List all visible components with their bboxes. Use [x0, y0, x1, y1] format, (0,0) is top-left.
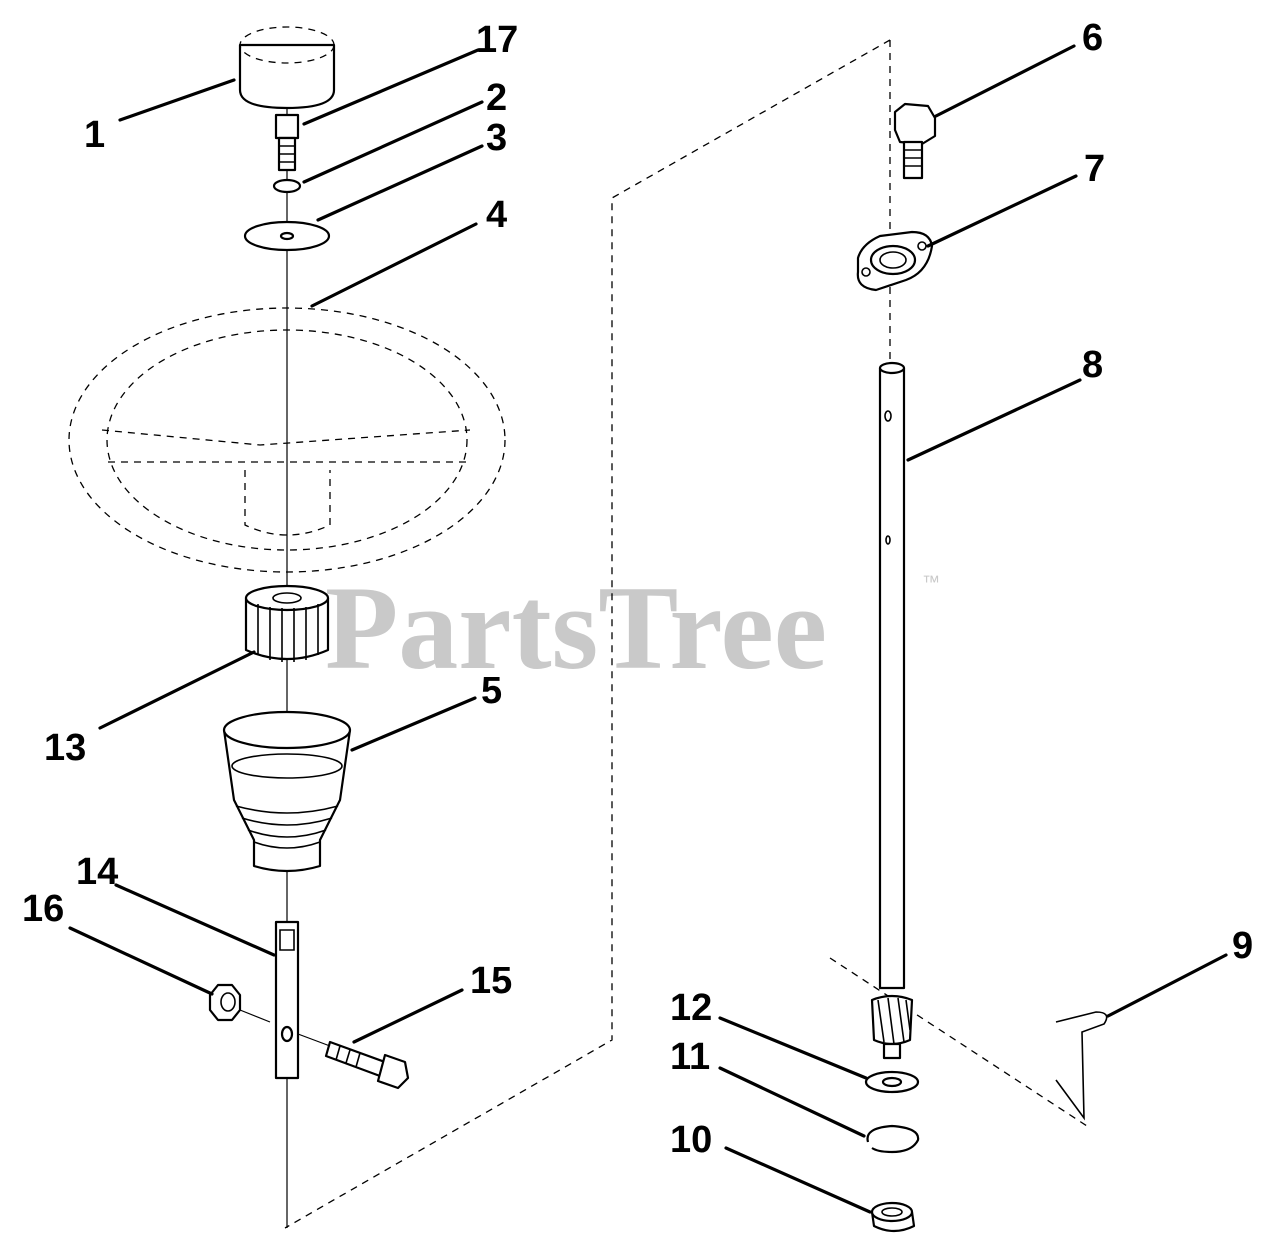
- splined-adapter: [244, 584, 330, 662]
- callout-8: 8: [1082, 344, 1103, 386]
- leader-lines: [68, 44, 1228, 1214]
- callout-4: 4: [486, 194, 507, 236]
- flange-bolt: [893, 102, 937, 180]
- cross-bolt: [324, 1040, 410, 1090]
- callout-10: 10: [670, 1119, 712, 1161]
- steering-cap: [238, 26, 336, 110]
- column-boot: [222, 710, 352, 873]
- callout-labels: 1 2 3 4 5 6 7 8 9 10 11 12 13 14 15 16 1…: [22, 17, 1253, 1161]
- nut-axis-line: [239, 1009, 271, 1023]
- panel-floor-line: [829, 957, 1091, 1129]
- callout-15: 15: [470, 960, 512, 1002]
- callout-5: 5: [481, 670, 502, 712]
- callout-2: 2: [486, 77, 507, 119]
- callout-17: 17: [476, 19, 518, 61]
- watermark-text: PartsTree: [325, 561, 827, 694]
- snap-ring: [866, 1124, 920, 1154]
- wire-clip: [1055, 1011, 1108, 1121]
- callout-6: 6: [1082, 17, 1103, 59]
- steering-shaft: [878, 361, 906, 990]
- callout-7: 7: [1084, 148, 1105, 190]
- callout-16: 16: [22, 888, 64, 930]
- callout-12: 12: [670, 987, 712, 1029]
- pinion-gear: [870, 994, 914, 1060]
- flange-bearing: [856, 230, 934, 292]
- steering-wheel: [68, 307, 506, 573]
- callout-3: 3: [486, 117, 507, 159]
- bushing: [870, 1201, 916, 1233]
- callout-1: 1: [84, 114, 105, 156]
- callout-13: 13: [44, 727, 86, 769]
- callout-9: 9: [1232, 925, 1253, 967]
- watermark-trademark: ™: [922, 572, 940, 592]
- bolt-axis-line: [297, 1033, 331, 1047]
- cap-bolt: [274, 113, 300, 172]
- lower-shaft: [274, 920, 300, 1080]
- callout-11: 11: [670, 1036, 710, 1078]
- shaft-washer: [864, 1070, 920, 1094]
- lock-washer: [272, 178, 302, 194]
- flat-washer: [243, 220, 331, 252]
- hex-nut: [208, 983, 242, 1022]
- watermark: PartsTree ™: [325, 561, 940, 694]
- callout-14: 14: [76, 851, 118, 893]
